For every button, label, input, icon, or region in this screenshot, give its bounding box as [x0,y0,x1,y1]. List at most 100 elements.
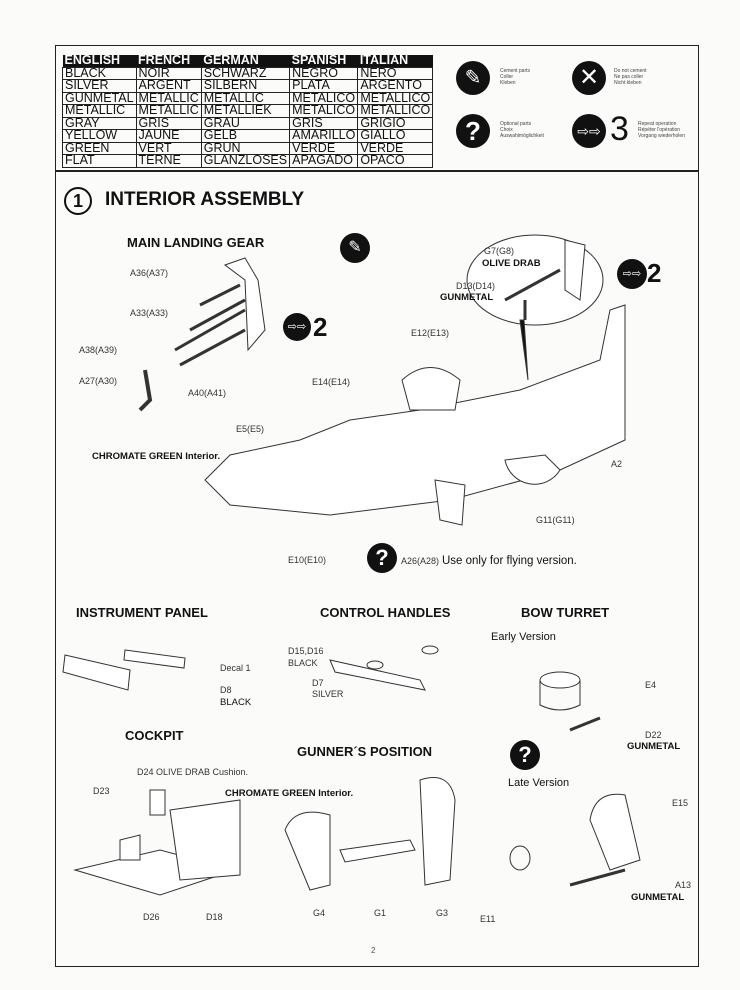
late-version: Late Version [508,777,570,789]
label-e10: E10(E10) [288,555,327,565]
header-italian: ITALIAN [357,54,433,67]
flying-note: Use only for flying version. [442,555,577,567]
label-gunmetal: GUNMETAL [440,292,494,303]
color-cell: FLAT [62,154,137,168]
color-table-header: ENGLISH FRENCH GERMAN SPANISH ITALIAN [62,54,433,67]
color-cell: METALLICO [357,91,434,105]
label-a40: A40(A41) [188,388,227,398]
color-cell: METALICO [289,91,359,105]
handles-title: CONTROL HANDLES [320,605,451,620]
color-cell: OPACO [357,154,434,168]
optional-icon: ? [456,114,490,148]
color-cell: NOIR [135,66,202,80]
cement-icon: ✎ [340,233,370,263]
label-d22: D22 [645,730,662,740]
label-e15: E15 [672,798,689,808]
header-spanish: SPANISH [289,54,358,67]
label-d7: D7 [312,678,324,688]
page-number: 2 [371,946,376,955]
optional-icon: ? [510,740,540,770]
color-cell: METALLIC [135,104,202,118]
color-cell: GREEN [62,141,137,155]
label-g3: G3 [436,908,449,918]
label-d13: D13(D14) [456,281,496,291]
repeat-icon: ⇨⇨ [283,313,311,341]
color-cell: METALLIC [200,91,291,105]
repeat-icon: ⇨⇨ [572,114,606,148]
turret-title: BOW TURRET [521,605,610,620]
label-e14: E14(E14) [312,377,351,387]
instrument-title: INSTRUMENT PANEL [76,605,208,620]
label-g11: G11(G11) [536,515,575,525]
header-french: FRENCH [136,54,202,67]
label-a27: A27(A30) [79,376,118,386]
label-decal: Decal 1 [220,663,251,673]
label-a2: A2 [611,459,623,469]
color-cell: METALLIC [62,104,137,118]
label-d8: D8 [220,685,232,695]
step-number: 1 [64,187,92,215]
color-cell: APAGADO [289,154,359,168]
label-a33: A33(A33) [130,308,169,318]
gunner-title: GUNNER´S POSITION [297,744,433,759]
color-cell: METALLICO [357,104,434,118]
label-e5: E5(E5) [236,424,265,434]
label-d15: D15,D16 [288,646,324,656]
color-cell: GLANZLOSES [200,154,291,168]
repeat-count: 2 [647,258,662,288]
header-english: ENGLISH [62,54,137,67]
color-cell: AMARILLO [289,129,359,143]
label-black: BLACK [220,697,252,708]
label-a38: A38(A39) [79,345,118,355]
color-table: ENGLISH FRENCH GERMAN SPANISH ITALIAN BL… [62,54,434,168]
label-e12: E12(E13) [411,328,450,338]
color-cell: GRIGIO [357,116,434,130]
cement-icon: ✎ [456,61,490,95]
color-cell: SILBERN [200,79,291,93]
step-title: INTERIOR ASSEMBLY [105,189,305,210]
no-cement-icon: ✕ [572,61,606,95]
label-a36: A36(A37) [130,268,169,278]
label-d23: D23 [93,786,110,796]
chromate-note: CHROMATE GREEN Interior. [92,451,221,462]
color-cell: YELLOW [62,129,137,143]
label-d26: D26 [143,912,160,922]
color-cell: SCHWARZ [200,66,291,80]
header-german: GERMAN [201,54,290,67]
label-d18: D18 [206,912,223,922]
color-cell: TERNE [135,154,202,168]
repeat-count: 2 [313,312,328,342]
label-g7: G7(G8) [484,246,515,256]
repeat-number: 3 [610,110,629,148]
landing-gear-title: MAIN LANDING GEAR [127,235,265,250]
divider [55,170,699,172]
optional-icon: ? [367,543,397,573]
label-d24: D24 OLIVE DRAB Cushion. [137,767,249,777]
cockpit-title: COCKPIT [125,728,184,743]
label-silver: SILVER [312,689,344,699]
label-e4: E4 [645,680,657,690]
color-cell: GUNMETAL [62,91,137,105]
page-frame [55,45,699,967]
color-cell: SILVER [62,79,137,93]
color-cell: GRAU [200,116,291,130]
label-g1: G1 [374,908,387,918]
label-g4: G4 [313,908,326,918]
chromate-note: CHROMATE GREEN Interior. [225,788,354,799]
label-a26: A26(A28) [401,556,440,566]
label-black: BLACK [288,658,318,668]
label-e11: E11 [480,914,496,924]
label-a13: A13 [675,880,692,890]
color-cell: BLACK [62,66,137,80]
